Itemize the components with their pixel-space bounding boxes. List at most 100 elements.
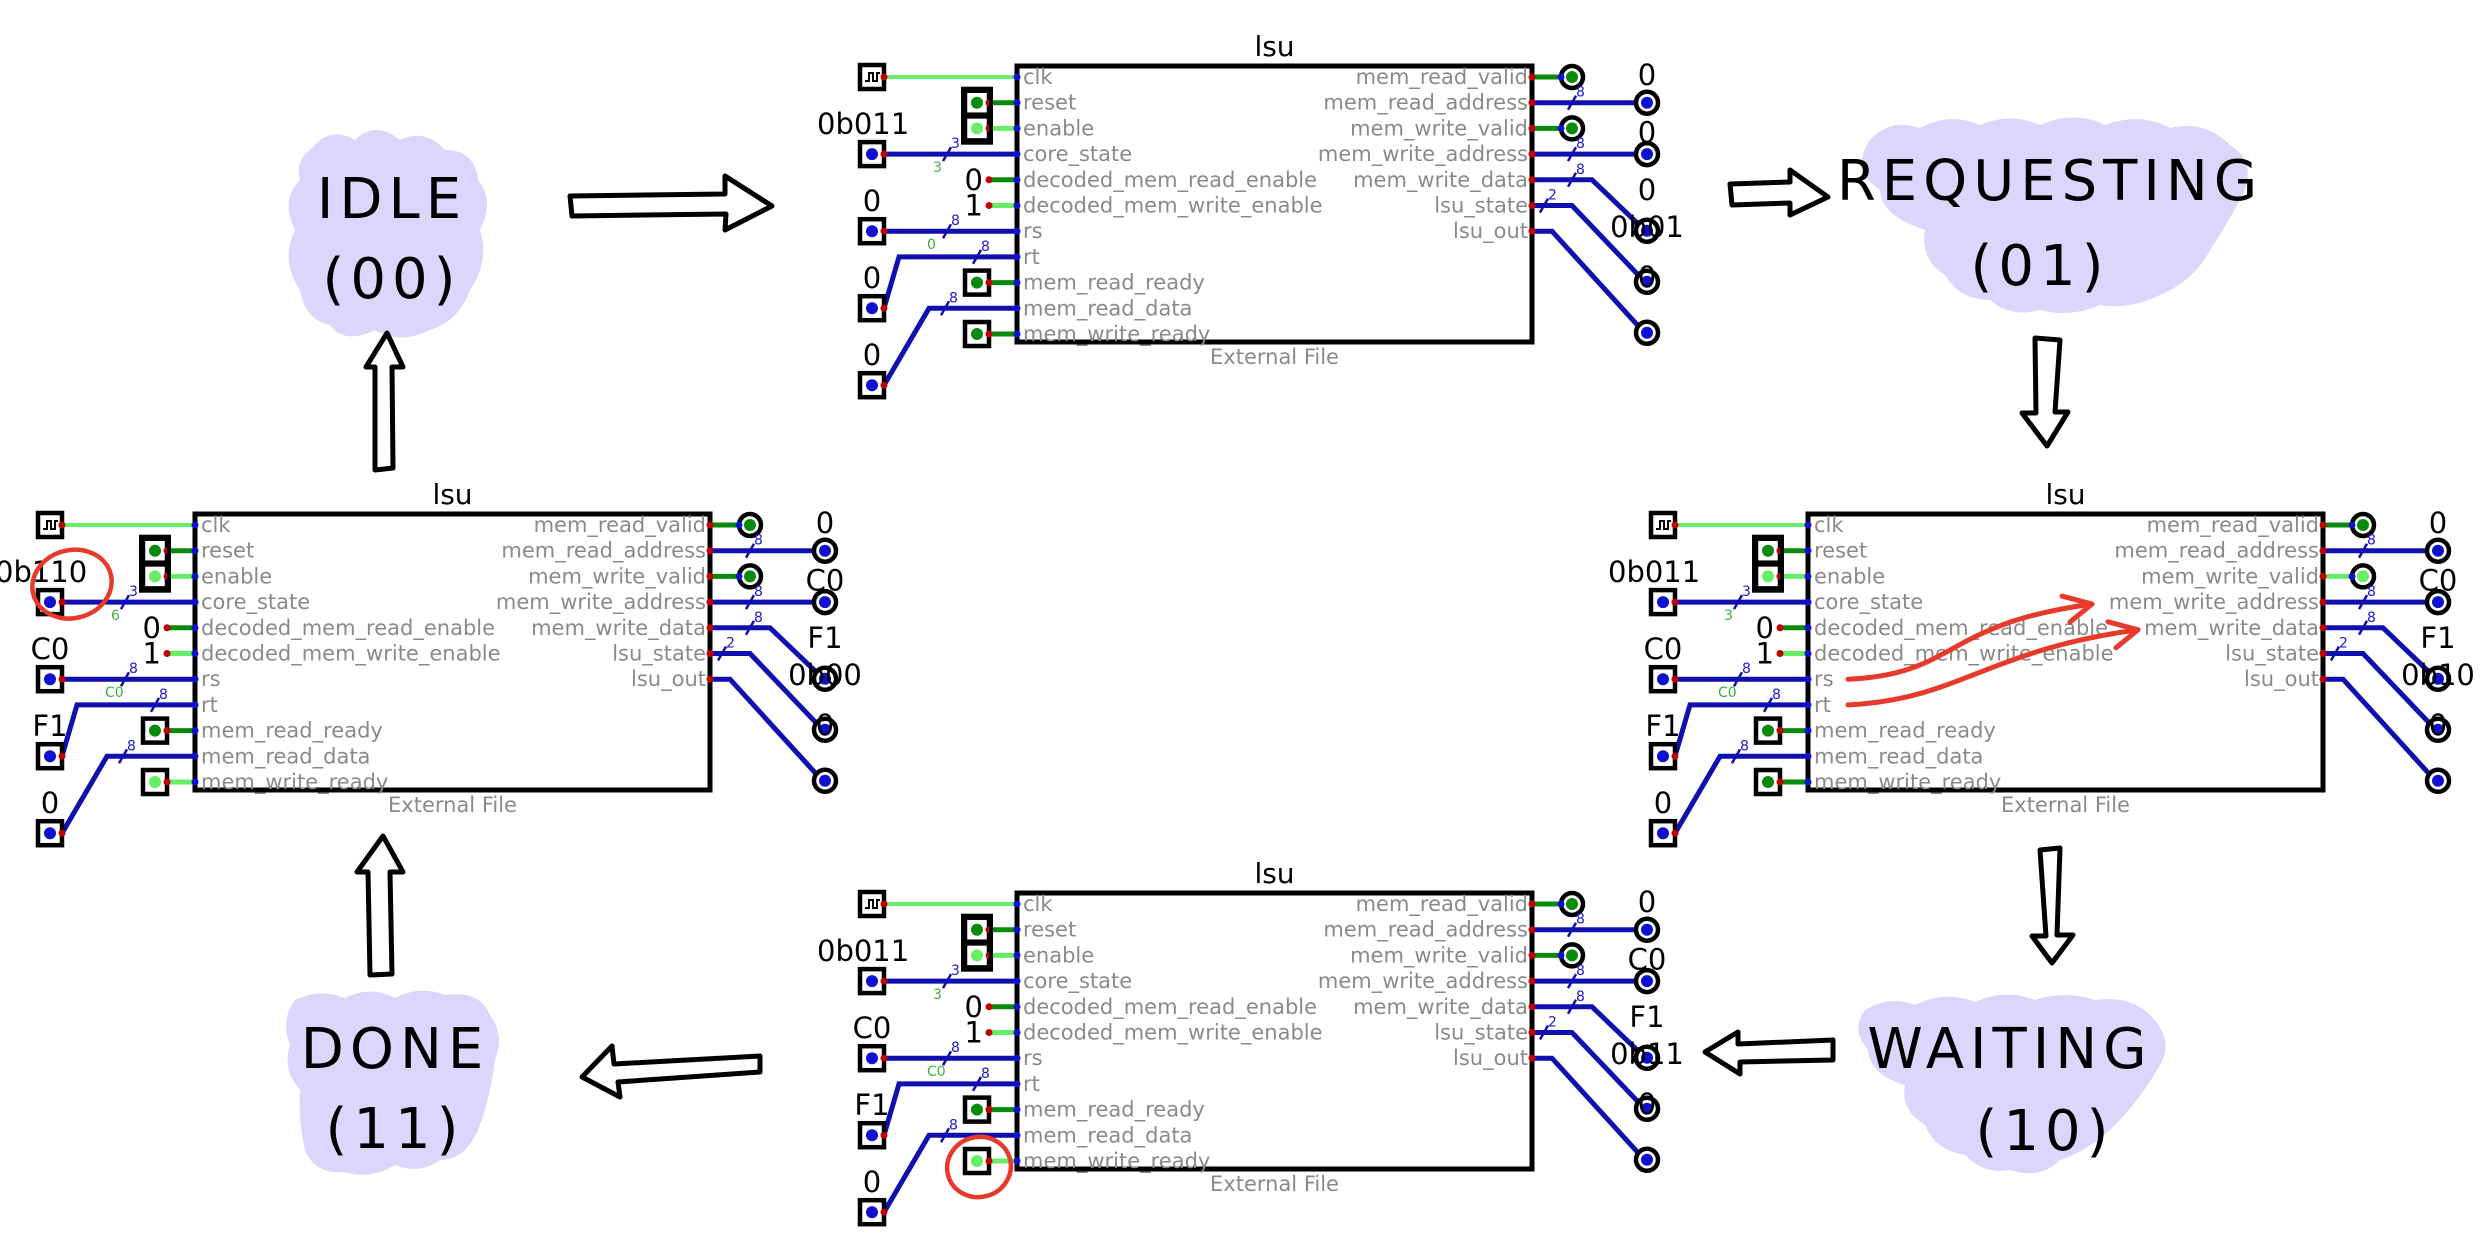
input-port-dot — [191, 701, 199, 709]
output-port-dot — [1528, 951, 1536, 959]
input-label-clk: clk — [1023, 65, 1053, 89]
port-dot — [985, 1106, 993, 1114]
output-port-dot — [2319, 624, 2327, 632]
input-port-dot — [1013, 1003, 1021, 1011]
output-port-dot — [1528, 202, 1536, 209]
bus-width-label: 8 — [129, 661, 138, 677]
mem-read-data-value: 0 — [863, 338, 881, 372]
bus-tap-value: 3 — [933, 160, 942, 176]
bus-width-label: 8 — [1576, 162, 1585, 178]
rt-value: F1 — [854, 1088, 889, 1122]
toggle-state-dot — [971, 122, 983, 135]
input-label-rs: rs — [201, 667, 221, 691]
bus-tap-value: C0 — [1718, 685, 1737, 701]
lsu_out-wire — [2323, 676, 2432, 777]
input-label-rt: rt — [1814, 693, 1831, 717]
rt-value: 0 — [863, 261, 881, 295]
bus-width-tick — [1730, 748, 1742, 764]
mem_read_address-value: 0 — [2429, 506, 2447, 540]
bus-width-label: 8 — [949, 1117, 958, 1133]
input-port-dot — [1013, 150, 1021, 158]
mem_write_data-wire — [1532, 177, 1641, 227]
mem_read_address-value: 0 — [1638, 885, 1656, 919]
probe-value-dot — [1641, 923, 1653, 936]
led-state-dot — [1566, 122, 1578, 135]
led-state-dot — [1566, 949, 1578, 962]
port-dot — [1671, 521, 1679, 529]
output-port-dot — [1528, 99, 1536, 107]
bus-width-tick — [2357, 543, 2369, 559]
port-dot — [1671, 752, 1679, 760]
port-dot — [163, 727, 171, 735]
probe-value-dot — [1641, 1153, 1653, 1166]
output-port-dot — [2319, 547, 2327, 555]
mem-read-ready-toggle[interactable] — [140, 716, 170, 745]
mem-write-ready-toggle[interactable] — [962, 319, 992, 349]
state-name: WAITING — [1867, 1017, 2152, 1082]
bus-tap-value: 3 — [1724, 608, 1733, 624]
bus-width-label: 8 — [754, 584, 763, 600]
block-title: lsu — [432, 478, 472, 511]
input-label-mem_read_ready: mem_read_ready — [1023, 271, 1205, 296]
input-port-dot — [1804, 624, 1812, 632]
input-label-mem_write_ready: mem_write_ready — [1023, 322, 1210, 347]
rs-value: 0 — [863, 184, 881, 218]
input-label-mem_read_data: mem_read_data — [201, 744, 370, 769]
mem-read-data-value: 0 — [41, 786, 59, 820]
port-dot — [985, 202, 993, 209]
input-label-enable: enable — [201, 564, 272, 588]
output-port-dot — [1528, 227, 1536, 235]
state-name: DONE — [301, 1017, 489, 1082]
bus-width-tick — [1538, 197, 1550, 214]
bus-width-label: 8 — [2367, 584, 2376, 600]
output-label-mem_write_valid: mem_write_valid — [528, 564, 706, 589]
led-state-dot — [1566, 898, 1578, 910]
mem_write_address-value: 0 — [1638, 115, 1656, 149]
decoded_mem_write_enable-constant: 1 — [143, 637, 161, 671]
decoded_mem_write_enable-constant: 1 — [965, 1016, 983, 1050]
input-port-dot — [191, 572, 199, 580]
output-port-dot — [1528, 900, 1536, 908]
mem-write-ready-toggle[interactable] — [962, 1146, 992, 1176]
cloud-shape — [1862, 117, 2248, 314]
core-state-value: 0b011 — [817, 107, 909, 141]
bus-tap-value: C0 — [105, 685, 124, 701]
lsu_state-value: 0b01 — [1610, 210, 1684, 244]
input-port-dot — [1013, 1054, 1021, 1062]
bus-width-label: 2 — [726, 636, 735, 652]
annotation-circle-core_state — [30, 547, 114, 621]
input-label-mem_read_data: mem_read_data — [1814, 744, 1983, 769]
port-dot — [58, 675, 66, 683]
probe-value-dot — [819, 596, 831, 609]
input-label-mem_write_ready: mem_write_ready — [1023, 1149, 1210, 1174]
bus-width-tick — [117, 748, 129, 764]
block-title: lsu — [1254, 857, 1294, 890]
port-dot — [985, 330, 993, 338]
input-port-dot — [1013, 227, 1021, 235]
toggle-state-dot — [1762, 724, 1774, 737]
port-dot — [2348, 521, 2356, 529]
bus-width-label: 8 — [2367, 610, 2376, 626]
input-port-dot — [1013, 1131, 1021, 1139]
bus-width-label: 2 — [1548, 188, 1557, 204]
toggle-group-frame — [961, 913, 993, 972]
input-port-dot — [1804, 752, 1812, 760]
output-port-dot — [706, 624, 714, 632]
bus-width-tick — [1732, 671, 1744, 687]
lsu_out-wire — [710, 676, 819, 777]
input-label-reset: reset — [1023, 91, 1076, 115]
input-port-dot — [1013, 900, 1021, 908]
output-label-lsu_out: lsu_out — [1453, 1046, 1528, 1071]
bus-width-label: 8 — [1742, 661, 1751, 677]
bus-tap-value: 6 — [111, 608, 120, 624]
decoded_mem_read_enable-constant: 0 — [965, 990, 983, 1024]
output-label-lsu_out: lsu_out — [1453, 219, 1528, 244]
pin-value-dot — [44, 827, 56, 840]
arrows — [354, 167, 2076, 1100]
block-title: lsu — [2045, 478, 2085, 511]
lsu-block — [1805, 511, 2326, 793]
port-dot — [880, 1208, 888, 1216]
output-label-mem_write_address: mem_write_address — [2109, 590, 2319, 615]
